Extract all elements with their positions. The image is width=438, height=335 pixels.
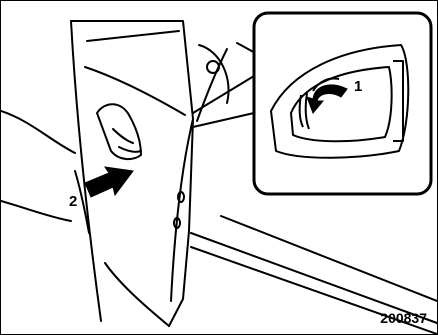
door-edge xyxy=(71,21,193,326)
leader-line-upper xyxy=(193,76,254,113)
latch-bolt xyxy=(178,192,184,202)
door-beltline xyxy=(85,67,185,115)
step-1-callout: 1 xyxy=(354,79,362,94)
window-frame-top xyxy=(87,31,179,41)
hand-finger xyxy=(113,129,133,143)
person-knee xyxy=(1,201,71,221)
inset-frame xyxy=(254,13,431,194)
hand-finger-2 xyxy=(119,147,141,152)
pillar-line xyxy=(197,49,227,121)
person-outline xyxy=(1,111,75,153)
sill-line-back xyxy=(221,216,437,301)
push-arrow xyxy=(85,167,133,197)
step-2-callout: 2 xyxy=(69,194,77,209)
detail-inset xyxy=(254,13,431,194)
steering-hub xyxy=(207,61,219,73)
leader-line-lower xyxy=(193,113,254,127)
door-lower-curve xyxy=(105,263,169,326)
figure-number: 200837 xyxy=(380,311,427,325)
